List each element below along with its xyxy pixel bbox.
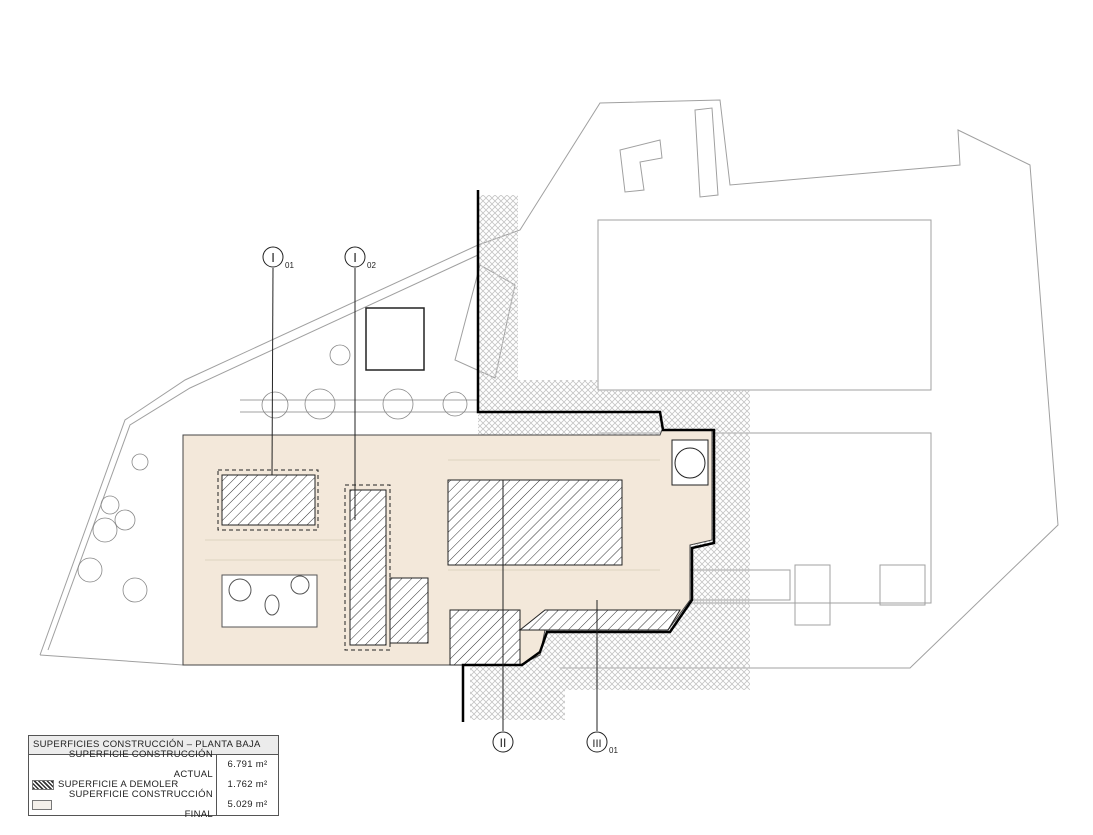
legend-value: 1.762 m² — [227, 779, 268, 790]
hatch-swatch-icon — [32, 780, 54, 790]
trees — [77, 344, 468, 603]
section-id: I — [271, 250, 275, 265]
section-sub: 01 — [609, 746, 618, 755]
legend-row-actual: SUPERFICIE CONSTRUCCIÓN ACTUAL 6.791 m² — [29, 749, 278, 780]
surface-legend-table: SUPERFICIES CONSTRUCCIÓN – PLANTA BAJA S… — [28, 735, 279, 820]
small-building — [365, 307, 425, 371]
section-marker-II: II — [492, 480, 514, 753]
section-id: I — [353, 250, 357, 265]
legend-title: SUPERFICIES CONSTRUCCIÓN – PLANTA BAJA — [29, 736, 278, 755]
section-id: II — [500, 736, 507, 750]
legend-row-final: SUPERFICIE CONSTRUCCIÓN FINAL 5.029 m² — [29, 789, 278, 820]
legend-value: 6.791 m² — [227, 759, 268, 770]
legend-value: 5.029 m² — [227, 799, 268, 810]
section-marker-III-01: III 01 — [586, 600, 618, 755]
section-id: III — [592, 738, 601, 750]
section-sub: 02 — [367, 261, 376, 270]
section-sub: 01 — [285, 261, 294, 270]
section-marker-I-01: I 01 — [262, 246, 294, 476]
plain-swatch-icon — [32, 800, 52, 810]
dashed-outlines — [217, 469, 391, 651]
legend-row-demolish: SUPERFICIE A DEMOLER 1.762 m² — [29, 775, 278, 795]
legend-label: SUPERFICIE CONSTRUCCIÓN FINAL — [68, 789, 213, 820]
legend-label: SUPERFICIE CONSTRUCCIÓN ACTUAL — [68, 749, 213, 780]
legend-label: SUPERFICIE A DEMOLER — [58, 779, 179, 790]
section-marker-I-02: I 02 — [344, 246, 376, 520]
boundary-line — [461, 190, 716, 722]
